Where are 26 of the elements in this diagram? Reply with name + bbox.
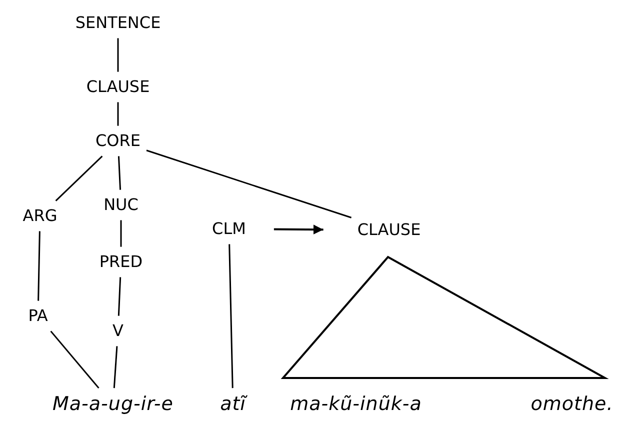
category-label: CLAUSE: [357, 220, 421, 240]
category-label: CLM: [212, 220, 246, 238]
example-word: ma-kũ-inũk-a: [290, 394, 422, 416]
category-label: CLAUSE: [86, 78, 150, 96]
tree-branch: [117, 38, 119, 72]
tree-branch: [228, 244, 234, 388]
tree-branch: [118, 277, 122, 316]
tree-branch: [38, 231, 40, 301]
category-label: PA: [28, 306, 48, 326]
tree-branch: [118, 156, 122, 190]
category-label: NUC: [104, 196, 138, 214]
tree-branch: [55, 156, 103, 202]
example-word: atĩ: [220, 394, 246, 416]
category-label: ARG: [22, 206, 58, 226]
tree-branch: [146, 150, 352, 218]
category-label: SENTENCE: [75, 14, 161, 32]
example-word: omothe.: [530, 394, 614, 416]
category-label: CORE: [96, 132, 140, 150]
category-label: V: [112, 322, 124, 340]
example-word: Ma-a-ug-ir-e: [52, 394, 174, 416]
category-label: PRED: [99, 252, 143, 272]
arrow: [274, 224, 324, 235]
tree-branch: [113, 346, 118, 388]
tree-branch: [120, 220, 122, 247]
tree-branch: [50, 330, 100, 389]
tree-branch: [117, 102, 119, 126]
